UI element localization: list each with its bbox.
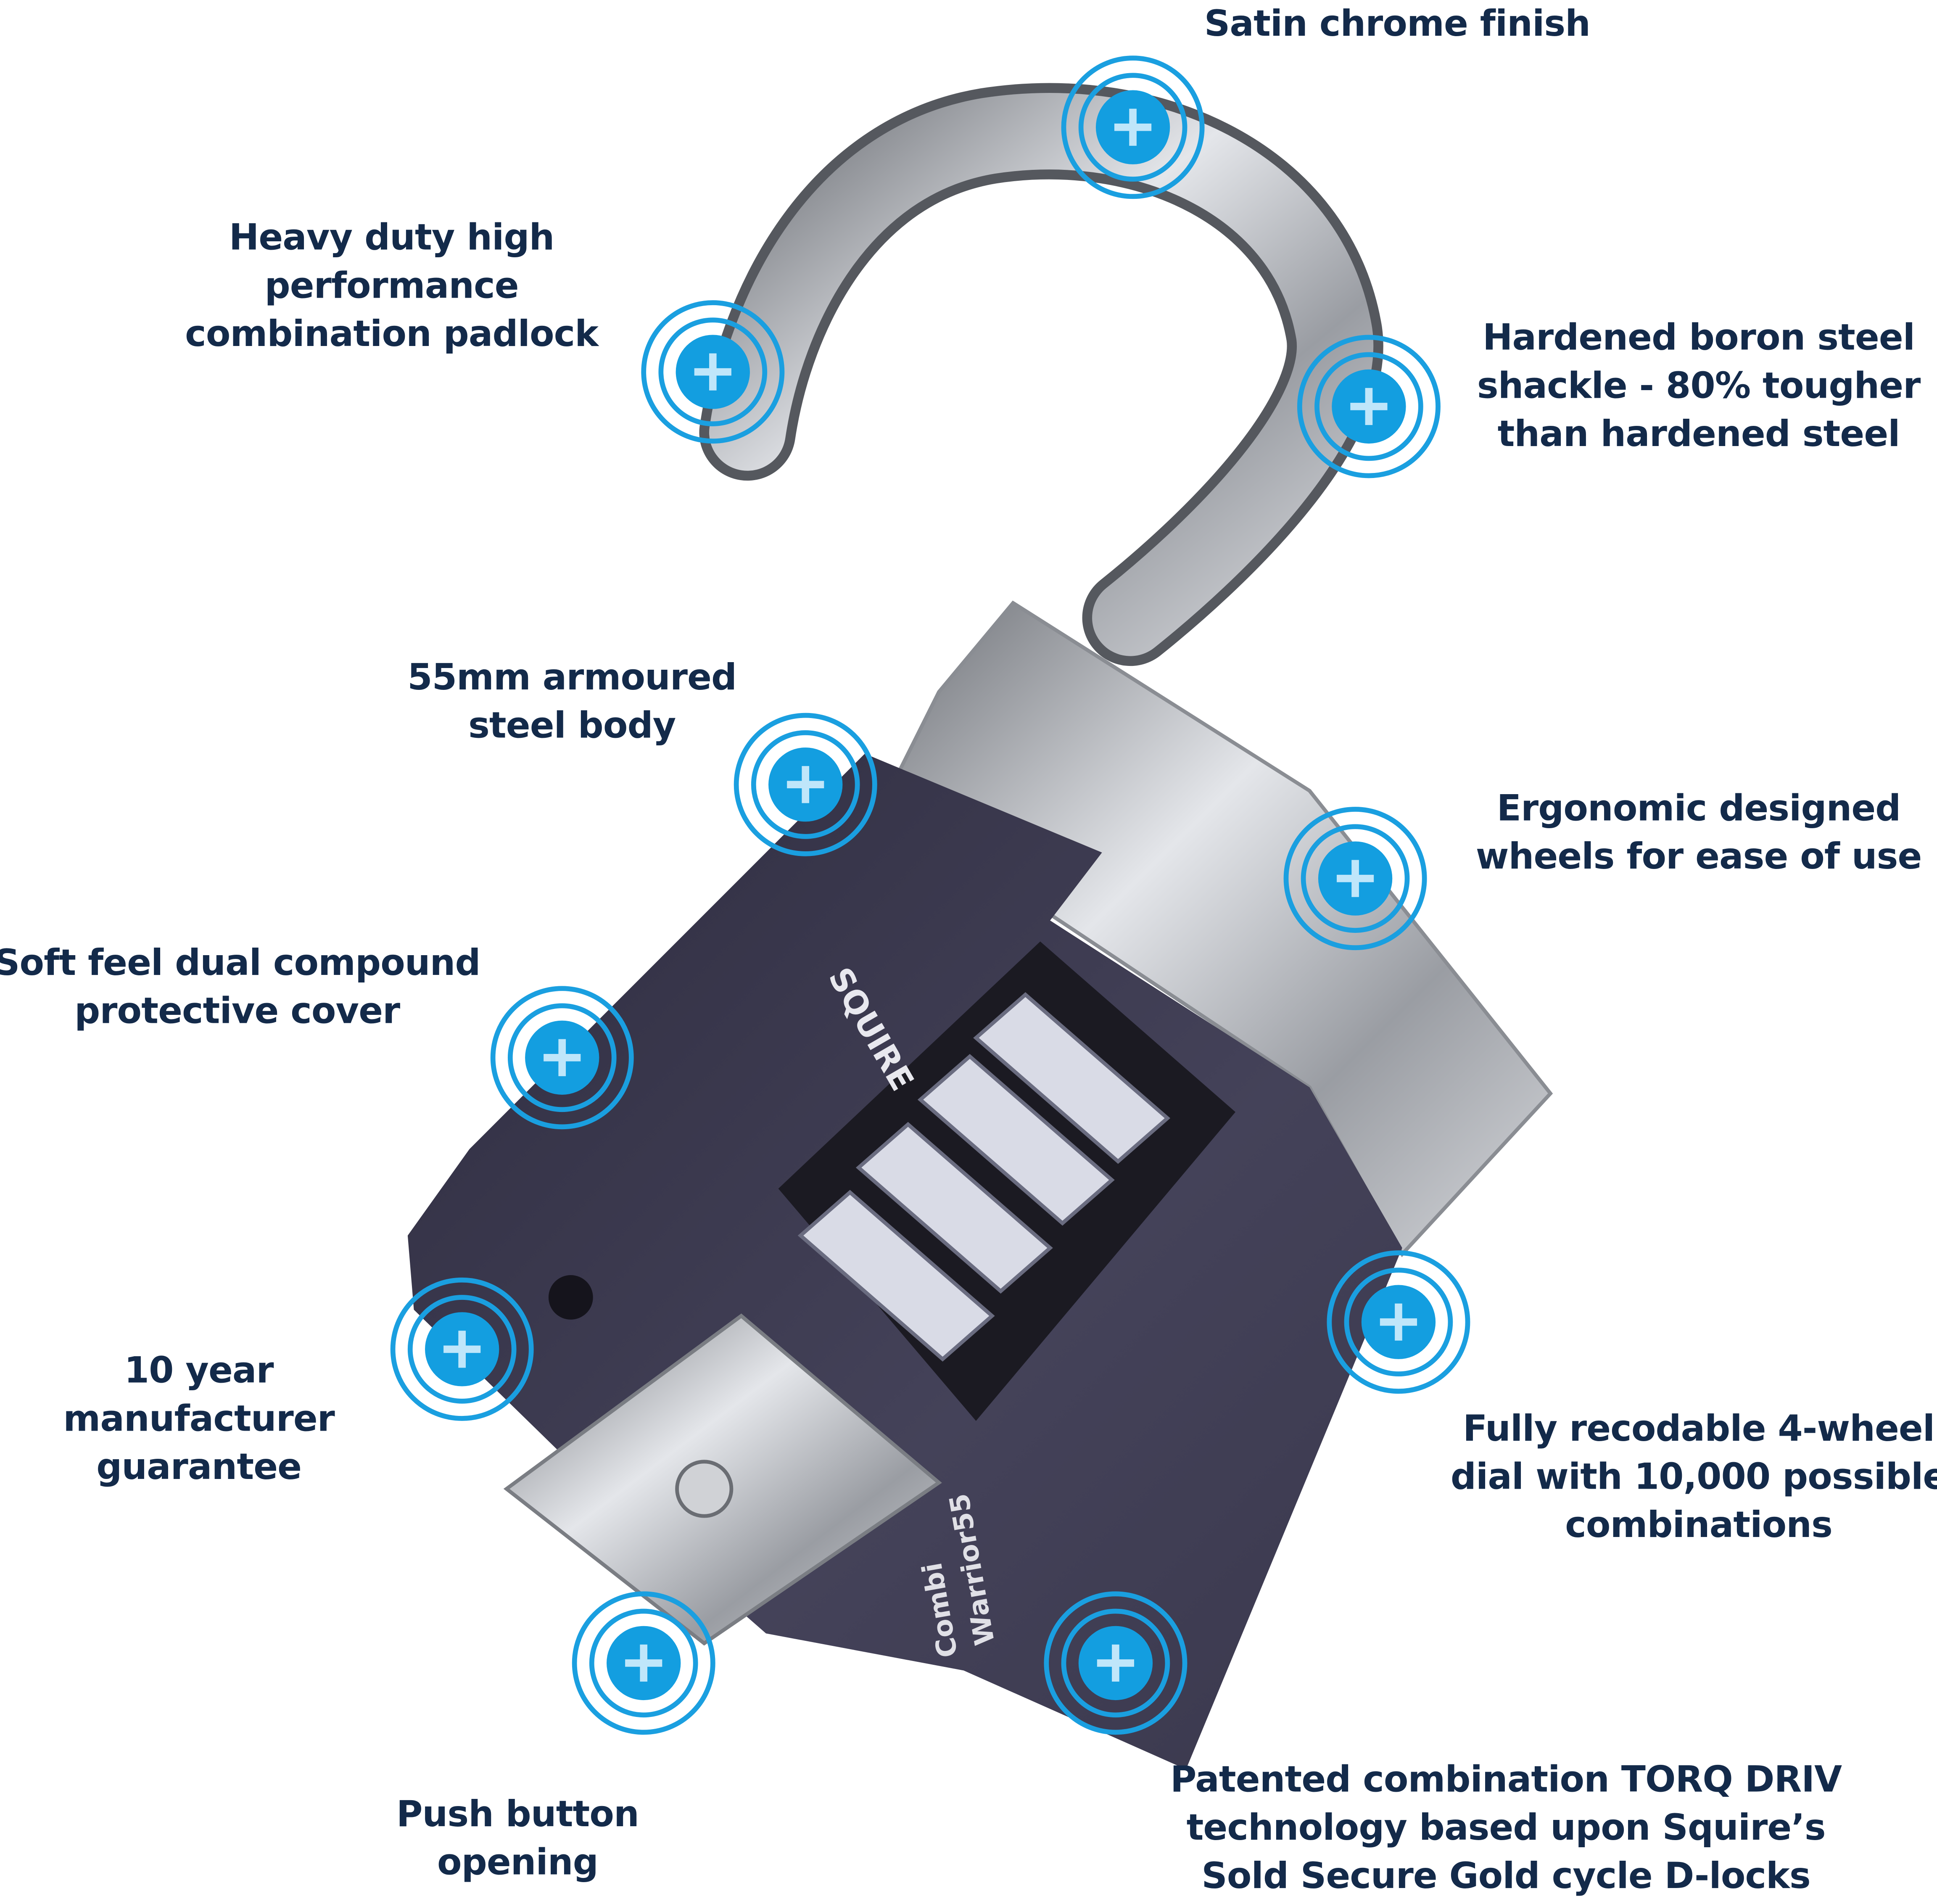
label-line: 10 year [124, 1349, 274, 1392]
feature-label-guarantee: 10 year manufacturer guarantee [63, 1347, 335, 1492]
label-line: combinations [1565, 1503, 1833, 1546]
label-line: Soft feel dual compound [0, 941, 481, 984]
feature-label-ergonomic-wheels: Ergonomic designed wheels for ease of us… [1476, 784, 1922, 881]
label-line: technology based upon Squire’s [1186, 1806, 1826, 1849]
label-line: manufacturer [63, 1397, 335, 1439]
label-line: Hardened boron steel [1483, 316, 1915, 359]
plus-icon [625, 1644, 662, 1682]
label-line: opening [437, 1841, 599, 1883]
plus-icon [1380, 1303, 1417, 1341]
label-line: steel body [468, 704, 676, 747]
label-line: protective cover [74, 990, 400, 1032]
feature-label-boron-shackle: Hardened boron steel shackle - 80% tough… [1477, 314, 1921, 459]
feature-label-torq-driv: Patented combination TORQ DRIV technolog… [1170, 1756, 1842, 1900]
label-line: shackle - 80% tougher [1477, 364, 1921, 407]
label-line: dial with 10,000 possible [1450, 1455, 1937, 1498]
hotspot-boron-shackle[interactable] [1297, 335, 1441, 478]
hotspot-armoured-body[interactable] [734, 713, 877, 856]
hotspot-ergonomic-wheels[interactable] [1283, 807, 1427, 951]
label-line: 55mm armoured [407, 656, 737, 698]
plus-icon [694, 353, 731, 391]
label-line: Fully recodable 4-wheel [1463, 1407, 1935, 1450]
shackle [699, 83, 1383, 666]
label-line: Satin chrome finish [1204, 2, 1591, 45]
label-line: combination padlock [185, 312, 599, 355]
plus-icon [1097, 1644, 1135, 1682]
label-line: than hardened steel [1497, 412, 1900, 455]
label-line: Heavy duty high [229, 216, 554, 259]
feature-label-satin-chrome: Satin chrome finish [1204, 0, 1591, 48]
label-line: guarantee [96, 1445, 302, 1488]
plus-icon [1336, 860, 1374, 897]
hotspot-recodable-dial[interactable] [1327, 1250, 1470, 1394]
plus-icon [544, 1039, 581, 1076]
label-line: wheels for ease of use [1475, 835, 1922, 877]
feature-label-armoured-body: 55mm armoured steel body [407, 654, 737, 750]
plus-icon [787, 766, 824, 803]
label-line: performance [264, 264, 519, 306]
label-line: Patented combination TORQ DRIV [1170, 1758, 1842, 1801]
hotspot-heavy-duty[interactable] [641, 300, 785, 444]
label-line: Ergonomic designed [1496, 787, 1901, 829]
label-line: Push button [396, 1793, 639, 1835]
hotspot-satin-chrome[interactable] [1061, 55, 1205, 199]
feature-label-recodable-dial: Fully recodable 4-wheel dial with 10,000… [1451, 1405, 1937, 1550]
label-line: Sold Secure Gold cycle D-locks [1201, 1854, 1810, 1897]
hotspot-guarantee[interactable] [390, 1277, 534, 1421]
hotspot-soft-cover[interactable] [490, 986, 634, 1130]
hotspot-push-button[interactable] [572, 1591, 715, 1735]
feature-label-soft-cover: Soft feel dual compound protective cover [0, 939, 481, 1035]
feature-label-push-button: Push button opening [396, 1790, 639, 1887]
feature-label-heavy-duty: Heavy duty high performance combination … [185, 214, 599, 358]
hotspot-torq-driv[interactable] [1044, 1591, 1188, 1735]
plus-icon [443, 1331, 481, 1368]
plus-icon [1114, 108, 1152, 146]
plus-icon [1350, 388, 1388, 425]
lock-body: SQUIRE Warrior55 Combi [407, 600, 1553, 1769]
